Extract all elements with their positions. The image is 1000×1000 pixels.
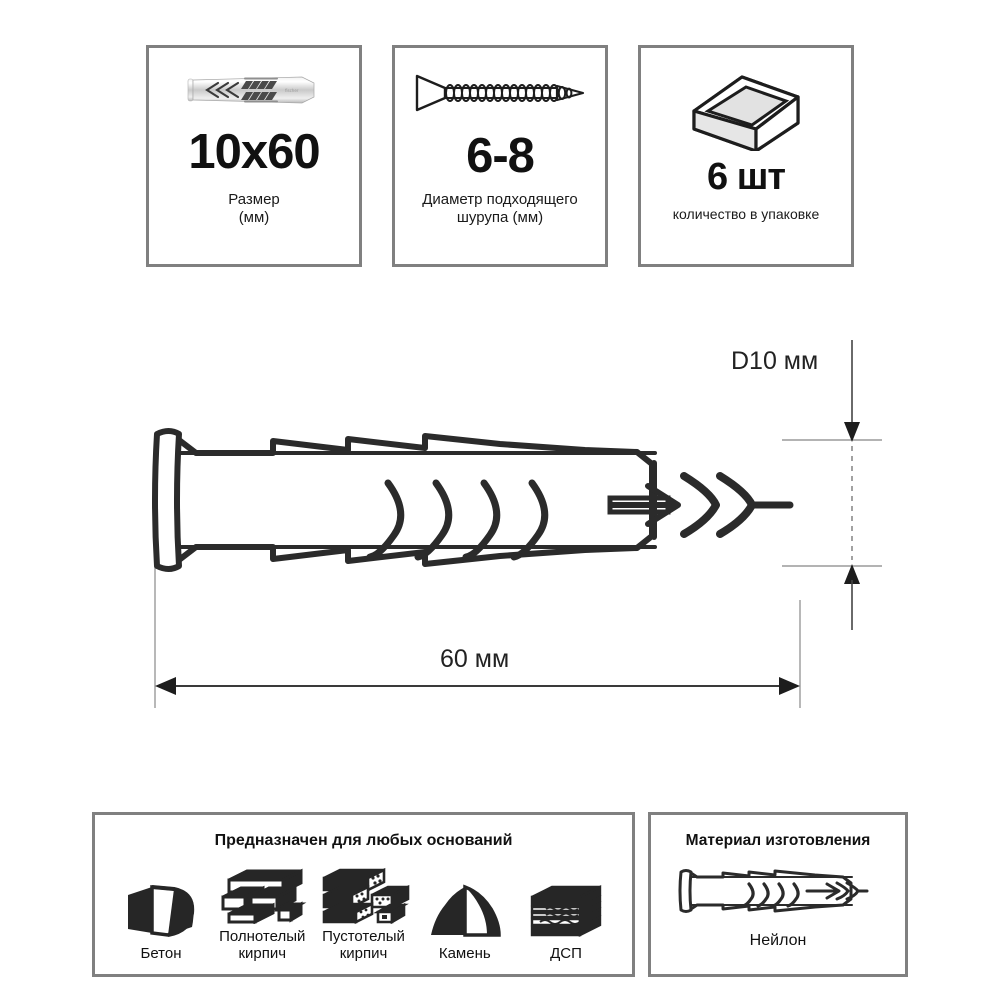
anchor-photo-icon: fischer xyxy=(149,48,359,116)
bases-row: Бетон xyxy=(95,850,632,962)
chipboard-icon xyxy=(526,879,606,941)
spec-caption-size: Размер (мм) xyxy=(222,191,286,226)
spec-value-size: 10x60 xyxy=(188,125,320,179)
spec-caption-screw: Диаметр подходящего шурупа (мм) xyxy=(416,191,584,226)
spec-caption-screw-line2: шурупа (мм) xyxy=(456,208,544,226)
base-label-stone: Камень xyxy=(438,944,491,963)
spec-card-quantity: 6 шт количество в упаковке xyxy=(638,45,854,267)
spec-caption-size-line1: Размер xyxy=(228,191,280,208)
screw-icon xyxy=(395,48,605,116)
base-label-solid-brick-line2: кирпич xyxy=(238,944,287,962)
base-label-solid-brick: Полнотелый кирпич xyxy=(219,928,306,962)
wall-anchor-dowel-icon xyxy=(152,428,657,572)
direction-arrow xyxy=(607,472,794,538)
spec-caption-quantity: количество в упаковке xyxy=(667,206,825,223)
spec-value-quantity: 6 шт xyxy=(707,156,786,198)
diameter-dimension xyxy=(844,340,860,630)
spec-caption-quantity-line1: количество в упаковке xyxy=(672,206,820,222)
material-label: Нейлон xyxy=(749,932,807,949)
stone-icon xyxy=(427,879,503,941)
base-label-chipboard-line1: ДСП xyxy=(550,944,582,962)
diameter-label: D10 мм xyxy=(731,347,819,375)
base-label-stone-line1: Камень xyxy=(438,944,491,962)
concrete-icon xyxy=(122,879,200,941)
svg-text:fischer: fischer xyxy=(285,88,299,93)
spec-caption-screw-line1: Диаметр подходящего xyxy=(422,191,578,208)
base-item-concrete: Бетон xyxy=(111,879,211,963)
base-label-hollow-brick-line2: кирпич xyxy=(339,944,388,962)
technical-drawing xyxy=(0,300,1000,740)
material-panel: Материал изготовления xyxy=(648,812,908,977)
base-label-chipboard: ДСП xyxy=(550,944,582,963)
base-item-chipboard: ДСП xyxy=(516,879,616,963)
bases-panel-title: Предназначен для любых оснований xyxy=(214,832,513,849)
suitable-bases-panel: Предназначен для любых оснований Бетон xyxy=(92,812,635,977)
solid-brick-icon xyxy=(217,862,307,924)
spec-caption-size-line2: (мм) xyxy=(238,208,270,226)
length-dimension xyxy=(155,677,800,695)
spec-card-size: fischer 10x60 Размер (мм) xyxy=(146,45,362,267)
wall-anchor-dowel-icon xyxy=(651,864,905,918)
expansion-ribs xyxy=(366,479,549,561)
base-item-stone: Камень xyxy=(415,879,515,963)
length-label: 60 мм xyxy=(440,645,510,673)
base-label-hollow-brick: Пустотелый кирпич xyxy=(322,928,405,962)
base-item-solid-brick: Полнотелый кирпич xyxy=(212,862,312,962)
base-label-hollow-brick-line1: Пустотелый xyxy=(322,928,405,945)
spec-value-screw: 6-8 xyxy=(466,129,535,183)
base-label-concrete: Бетон xyxy=(140,944,182,963)
base-label-solid-brick-line1: Полнотелый xyxy=(219,928,306,945)
base-item-hollow-brick: Пустотелый кирпич xyxy=(314,862,414,962)
spec-card-screw-diameter: 6-8 Диаметр подходящего шурупа (мм) xyxy=(392,45,608,267)
base-label-concrete-line1: Бетон xyxy=(140,944,182,962)
material-panel-title: Материал изготовления xyxy=(685,832,871,849)
hollow-brick-icon xyxy=(318,862,410,924)
box-icon xyxy=(641,48,851,152)
